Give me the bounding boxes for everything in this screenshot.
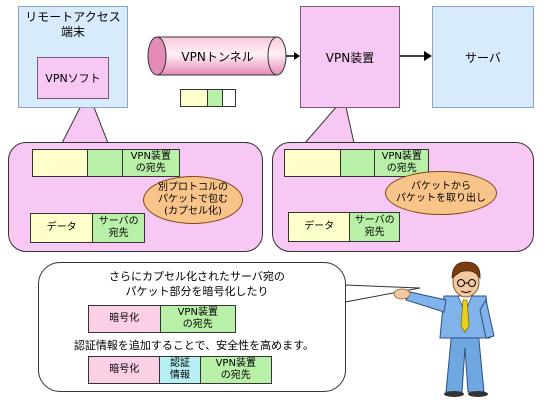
vpn-software-box: VPNソフト (37, 57, 109, 99)
server-label: サーバ (465, 50, 501, 65)
vpn-device-label: VPN装置 (325, 50, 375, 65)
vpn-dest-cell-1: VPN装置 の宛先 (160, 305, 236, 333)
encapsulate-oval-text: 別プロトコルの パケットで包む (カプセル化) (158, 182, 228, 217)
vpn-tunnel-shape (147, 36, 287, 76)
auth-info-cell: 認証 情報 (160, 356, 201, 384)
small-packet-icon (180, 89, 236, 107)
callout-line-3: 認証情報を追加することで、安全性を高めます。 (73, 339, 315, 352)
right-outer-packet: VPN装置 の宛先 (284, 149, 429, 177)
vpn-device-box: VPN装置 (300, 6, 400, 108)
server-box: サーバ (432, 6, 534, 108)
callout-line-2: パケット部分を暗号化したり (125, 285, 269, 298)
left-inner-packet: データ サーバの 宛先 (30, 213, 145, 243)
vpn-software-label: VPNソフト (45, 72, 101, 85)
decapsulate-oval: パケットから パケットを取り出し (385, 171, 497, 215)
callout-line-1: さらにカプセル化されたサーバ宛の (109, 270, 285, 283)
remote-access-terminal-box: リモートアクセス 端末 VPNソフト (18, 6, 128, 108)
decapsulate-oval-text: パケットから パケットを取り出し (396, 181, 486, 204)
right-outer-payload-2 (341, 149, 376, 177)
arrow-to-server (400, 51, 432, 61)
businessman-figure (393, 261, 495, 397)
right-data-cell: データ (288, 212, 351, 242)
arrow-to-vpn-device (286, 52, 300, 60)
encrypted-cell-1: 暗号化 (88, 305, 161, 333)
left-outer-payload-2 (87, 149, 123, 177)
left-vpn-dest-cell: VPN装置 の宛先 (122, 149, 180, 177)
encrypted-packet-1: 暗号化 VPN装置 の宛先 (88, 305, 236, 333)
encrypted-cell-2: 暗号化 (88, 356, 161, 384)
vpn-tunnel-label: VPNトンネル (181, 49, 254, 64)
encrypted-packet-2: 暗号化 認証 情報 VPN装置 の宛先 (88, 356, 272, 384)
remote-access-terminal-label: リモートアクセス 端末 (25, 10, 121, 39)
encapsulate-oval: 別プロトコルの パケットで包む (カプセル化) (143, 176, 243, 224)
right-outer-payload (284, 149, 342, 177)
left-outer-payload (32, 149, 88, 177)
right-server-dest-cell: サーバの 宛先 (350, 212, 400, 242)
right-inner-packet: データ サーバの 宛先 (288, 212, 400, 242)
vpn-dest-cell-2: VPN装置 の宛先 (200, 356, 272, 384)
left-data-cell: データ (30, 213, 94, 243)
left-server-dest-cell: サーバの 宛先 (93, 213, 145, 243)
left-outer-packet: VPN装置 の宛先 (32, 149, 180, 177)
